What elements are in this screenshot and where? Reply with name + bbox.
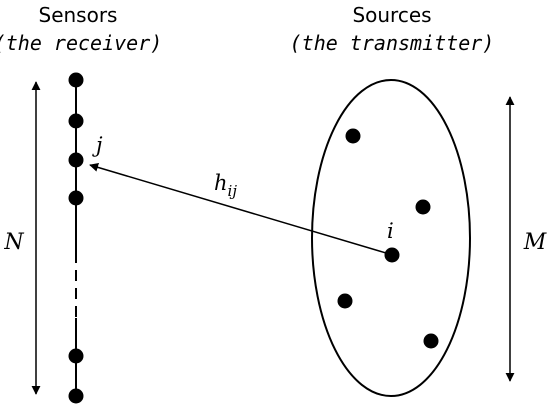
source-index-label: i [387,219,394,243]
sensor-dot [68,113,84,129]
sensor-dot [68,388,84,404]
channel-label-base: h [214,171,228,195]
sensors-count-label: N [3,230,24,255]
sensor-dot [68,348,84,364]
source-dot [423,333,439,349]
sensors-title: Sensors [39,3,118,27]
channel-arrow [89,162,387,254]
sensor-dot [68,190,84,206]
source-dot [345,128,361,144]
source-dot-i [384,247,400,263]
source-dot [415,199,431,215]
sources-title: Sources [352,3,431,27]
sources-count-label: M [523,230,547,255]
source-dot [337,293,353,309]
sensors-subtitle: (the receiver) [0,31,162,55]
sensor-index-label: j [92,133,103,157]
sensor-dot [68,72,84,88]
channel-label-subscript: ij [228,182,238,200]
sources-subtitle: (the transmitter) [290,31,495,55]
sources-ellipse [311,79,471,397]
channel-label: hij [214,171,237,200]
sensor-dot-j [68,152,84,168]
